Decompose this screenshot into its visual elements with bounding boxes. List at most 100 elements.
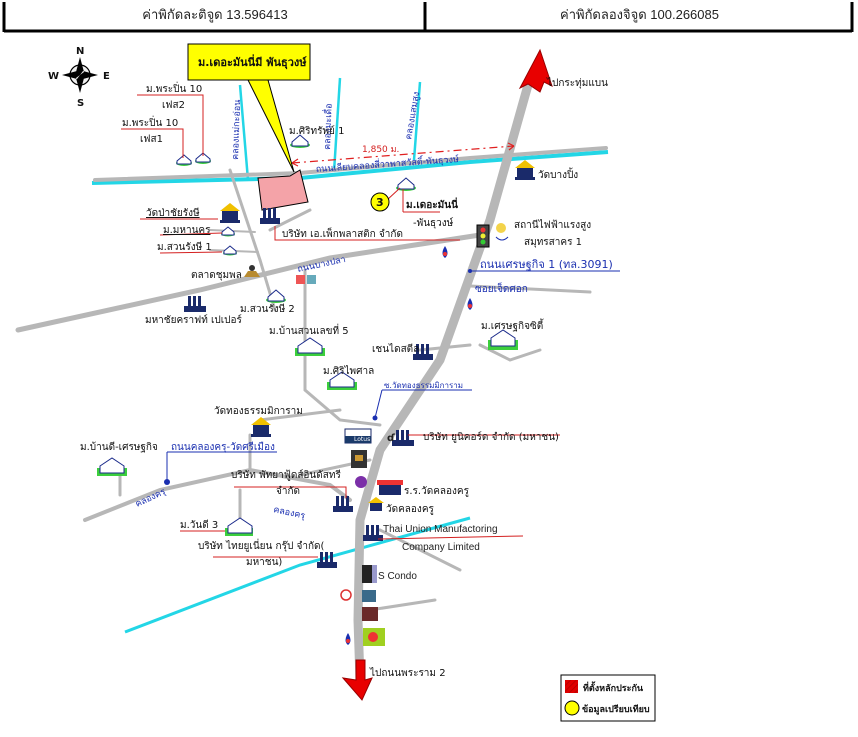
north-arrow bbox=[518, 48, 553, 93]
s-condo-icon bbox=[362, 565, 377, 583]
comparable-marker-3 bbox=[370, 187, 401, 212]
factory-icon bbox=[413, 344, 433, 360]
legend-comparable-swatch bbox=[564, 700, 580, 716]
mahachai-label: มหาชัยคราฟท์ เปเปอร์ bbox=[145, 314, 243, 326]
store-logo-icon bbox=[363, 628, 385, 646]
distance-indicator: 1,850 ม. bbox=[291, 142, 515, 167]
bank-icon bbox=[355, 476, 367, 488]
phrapin-f2-label-b: เฟส2 bbox=[162, 100, 185, 111]
khlong-khru-label-2: คลองครุ bbox=[272, 505, 306, 522]
gas-station-icon bbox=[345, 633, 351, 645]
leader-lines bbox=[121, 94, 560, 558]
compass-rose-icon bbox=[62, 57, 98, 93]
gas-station-icon bbox=[442, 246, 448, 258]
direction-north-label: ไปกระทุ่มแบน bbox=[546, 77, 608, 89]
building-icon bbox=[351, 450, 367, 468]
canal-label-c1: คลองแม่กะอ่อน bbox=[231, 99, 243, 160]
siriphaisan-label: ม.ศิริไพศาล bbox=[323, 365, 374, 377]
shop-icons bbox=[296, 275, 316, 284]
main-canal bbox=[91, 150, 609, 185]
khlong-khru-label-1: คลองครุ bbox=[134, 487, 168, 510]
s-condo-label: S Condo bbox=[378, 571, 417, 582]
gas-station-icon bbox=[467, 298, 473, 310]
school-icon bbox=[377, 480, 403, 495]
house-icon bbox=[195, 152, 211, 164]
chen-steel-label: เชนไดสตีล bbox=[372, 343, 419, 355]
distance-label: 1,850 ม. bbox=[362, 145, 399, 155]
temple-icon bbox=[251, 417, 271, 437]
bank-logo-icon-2 bbox=[362, 590, 376, 602]
house-icon bbox=[327, 371, 357, 390]
local-road-1 bbox=[228, 168, 277, 312]
house-icons bbox=[97, 134, 518, 536]
house-icon bbox=[266, 289, 286, 303]
house-icon bbox=[221, 226, 235, 237]
setthakit-road-pointer bbox=[468, 269, 620, 273]
factory-icon bbox=[317, 552, 337, 568]
ap-plastic-label: บริษัท เอ.เพ็กพลาสติก จำกัด bbox=[282, 226, 403, 240]
local-road-6 bbox=[258, 408, 342, 422]
pattaya-label-b: จำกัด bbox=[276, 486, 300, 497]
property-callout bbox=[187, 43, 311, 173]
factory-icons bbox=[184, 208, 433, 568]
south-arrow bbox=[341, 659, 373, 701]
pattaya-label-a: บริษัท พัทยาฟู้ดส์อินดัสทรี bbox=[231, 469, 341, 481]
phrapin-f1-label-b: เฟส1 bbox=[140, 134, 163, 145]
school-label: ร.ร.วัดคลองครู bbox=[404, 486, 470, 497]
factory-icon bbox=[260, 208, 280, 224]
bank-logo-icon-3 bbox=[362, 607, 378, 621]
legend-comparable-label: ข้อมูลเปรียบเทียบ bbox=[582, 704, 650, 715]
lotus-store-icon bbox=[344, 428, 372, 444]
temple-icon bbox=[220, 203, 240, 223]
canal-c1 bbox=[238, 84, 250, 181]
house-icon bbox=[223, 245, 237, 256]
khlong-khru-road-pointer bbox=[164, 451, 277, 485]
suanrangsi-2-label: ม.สวนรังษี 2 bbox=[240, 303, 295, 315]
wat-khlong-khru-label: วัดคลองครู bbox=[386, 504, 435, 515]
mahanakhon-label: ม.มหานคร bbox=[163, 225, 211, 236]
house-icon bbox=[97, 457, 127, 476]
wat-thong-label: วัดทองธรรมมิการาม bbox=[214, 406, 303, 417]
canals bbox=[91, 77, 609, 634]
latitude-label: ค่าพิกัดละติจูด 13.596413 bbox=[142, 7, 288, 22]
talat-chumphon-label: ตลาดชุมพล bbox=[191, 270, 242, 281]
substation-label-b: สมุทรสาคร 1 bbox=[524, 237, 582, 248]
compass-w: W bbox=[48, 71, 59, 82]
local-road-13 bbox=[368, 598, 437, 612]
lotus-label: Lotus bbox=[354, 436, 370, 443]
ban-suan-5-label: ม.บ้านสวนเลขที่ 5 bbox=[269, 323, 349, 337]
header-borders bbox=[2, 2, 854, 33]
ban-di-label: ม.บ้านดี-เศรษฐกิจ bbox=[80, 441, 158, 453]
highway bbox=[353, 73, 535, 685]
bang-pla-road bbox=[15, 232, 483, 333]
callout-title: ม.เดอะมันนี่มี พันธุวงษ์ bbox=[198, 54, 307, 70]
roads bbox=[15, 73, 608, 685]
compass-n: N bbox=[76, 46, 84, 57]
compass-e: E bbox=[103, 71, 110, 82]
local-road-2 bbox=[268, 208, 312, 232]
canal-c2 bbox=[332, 77, 342, 173]
temple-icons bbox=[220, 160, 535, 511]
southern-canal bbox=[124, 516, 471, 634]
compass-s: S bbox=[77, 98, 84, 109]
thai-union-th-label-b: มหาชน) bbox=[246, 557, 282, 568]
thai-union-en-label-a: Thai Union Manufactoring bbox=[383, 524, 498, 535]
khlong-khru-road-label: ถนนคลองครุ-วัดศรีเมือง bbox=[171, 441, 275, 453]
local-road-14 bbox=[378, 528, 462, 572]
wat-bang-ping-label: วัดบางปิ้ง bbox=[538, 167, 578, 181]
soi-wat-label: ซ.วัดทองธรรมมิการาม bbox=[384, 381, 463, 390]
canal-c3 bbox=[412, 81, 422, 161]
collateral-site bbox=[257, 169, 309, 211]
traffic-light-icon bbox=[476, 224, 490, 248]
market-icon bbox=[244, 265, 260, 277]
money-label-a: ม.เดอะมันนี่ bbox=[406, 197, 458, 211]
house-icon bbox=[396, 177, 416, 191]
legend-site-label: ที่ตั้งหลักประกัน bbox=[583, 681, 644, 694]
suanrangsi-1-label: ม.สวนรังษี 1 bbox=[157, 241, 212, 253]
sirisap-label: ม.ศิริทรัพย์ 1 bbox=[289, 125, 344, 137]
temple-icon bbox=[515, 160, 535, 180]
phrapin-f1-label-a: ม.พระปิ่น 10 bbox=[122, 115, 178, 129]
house-icon bbox=[290, 134, 310, 148]
bank-logo-icon-1 bbox=[340, 589, 352, 601]
